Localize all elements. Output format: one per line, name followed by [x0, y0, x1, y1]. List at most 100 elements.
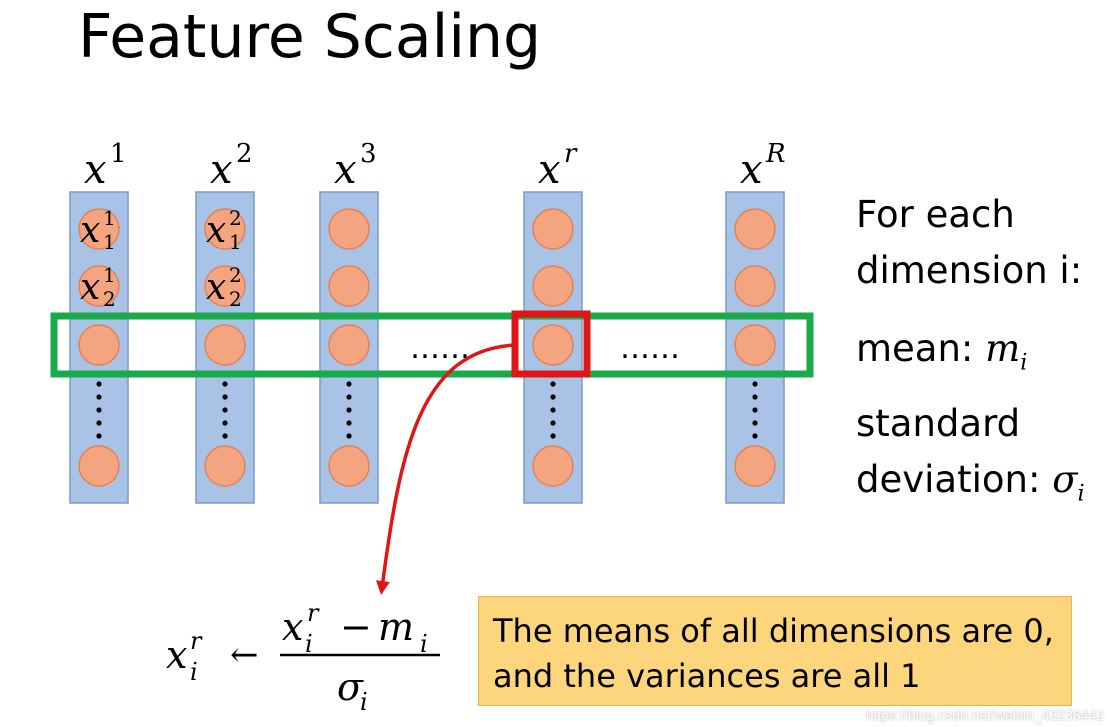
- feature-node: [532, 324, 574, 366]
- feature-node: [532, 445, 574, 487]
- feature-node: [734, 445, 776, 487]
- vertical-ellipsis-dot: [96, 407, 102, 413]
- vertical-ellipsis-dot: [222, 394, 228, 400]
- note-line1: The means of all dimensions are 0,: [493, 612, 1054, 650]
- feature-node: [328, 445, 370, 487]
- formula-num-sub: i: [305, 630, 313, 658]
- page-title: Feature Scaling: [78, 2, 542, 72]
- element-label-sub: 1: [103, 230, 116, 254]
- note-box: The means of all dimensions are 0, and t…: [478, 596, 1072, 706]
- formula-den-sub: i: [360, 688, 368, 716]
- feature-node: [204, 208, 246, 250]
- vertical-ellipsis-dot: [222, 407, 228, 413]
- feature-node: [328, 324, 370, 366]
- feature-node: [78, 208, 120, 250]
- vertical-ellipsis-dot: [346, 381, 352, 387]
- formula-minus: −: [340, 605, 372, 649]
- column-label-sup: 3: [360, 139, 377, 169]
- element-label-base: x: [80, 210, 100, 251]
- column-label-base: x: [210, 147, 233, 193]
- feature-node: [328, 265, 370, 307]
- ellipsis-right: ……: [620, 331, 680, 366]
- vertical-ellipsis-dot: [222, 420, 228, 426]
- feature-node: [734, 324, 776, 366]
- mean-symbol-sub: i: [1020, 349, 1028, 376]
- element-label-sub: 1: [229, 230, 242, 254]
- element-label-sup: 1: [103, 206, 116, 230]
- side-text-std-line2: deviation: σi: [856, 458, 1085, 506]
- element-label-sup: 1: [103, 263, 116, 287]
- element-label-base: x: [206, 267, 226, 308]
- vertical-ellipsis-dot: [96, 433, 102, 439]
- note-line2: and the variances are all 1: [493, 657, 921, 695]
- column-label-sup: R: [765, 139, 786, 169]
- vertical-ellipsis-dot: [346, 433, 352, 439]
- selected-cell-highlight: [511, 310, 591, 378]
- formula: x r i ← x r i − m i σ i: [166, 599, 440, 716]
- vertical-ellipsis-dot: [346, 394, 352, 400]
- feature-node: [532, 265, 574, 307]
- vertical-ellipsis-dot: [96, 420, 102, 426]
- vertical-ellipsis-dot: [222, 433, 228, 439]
- element-label-sup: 2: [229, 263, 242, 287]
- formula-lhs-base: x: [166, 633, 187, 677]
- mean-symbol: mi: [985, 327, 1027, 375]
- feature-node: [78, 265, 120, 307]
- feature-node: [328, 208, 370, 250]
- feature-column-3: [319, 191, 379, 504]
- feature-node: [532, 208, 574, 250]
- formula-lhs-sup: r: [190, 627, 203, 655]
- feature-node: [78, 445, 120, 487]
- column-label-base: x: [740, 147, 763, 193]
- mean-symbol-base: m: [985, 327, 1021, 370]
- formula-num-m: m: [378, 605, 414, 649]
- formula-num-m-sub: i: [420, 630, 428, 658]
- watermark: https://blog.csdn.net/weixin_43236442: [865, 707, 1104, 723]
- side-text-mean: mean: mi: [856, 327, 1027, 375]
- element-label-base: x: [206, 210, 226, 251]
- vertical-ellipsis-dot: [222, 381, 228, 387]
- element-label-base: x: [80, 267, 100, 308]
- feature-node: [78, 324, 120, 366]
- vertical-ellipsis-dot: [346, 420, 352, 426]
- vertical-ellipsis-dot: [752, 420, 758, 426]
- column-label-sup: r: [564, 139, 578, 169]
- feature-node: [204, 265, 246, 307]
- formula-num-base: x: [282, 605, 303, 649]
- element-label-sup: 2: [229, 206, 242, 230]
- column-label-sup: 2: [236, 139, 253, 169]
- std-symbol-sub: i: [1077, 480, 1085, 507]
- formula-den: σ: [337, 665, 364, 709]
- vertical-ellipsis-dot: [96, 394, 102, 400]
- side-text-line1: For each: [856, 193, 1015, 236]
- vertical-ellipsis-dot: [96, 381, 102, 387]
- formula-lhs-sub: i: [190, 658, 198, 686]
- column-label-sup: 1: [110, 139, 127, 169]
- dimension-row-highlight: [50, 312, 814, 378]
- vertical-ellipsis-dot: [346, 407, 352, 413]
- formula-arrow: ←: [230, 635, 259, 675]
- element-label-sub: 2: [229, 287, 242, 311]
- std-symbol: σi: [1052, 458, 1084, 506]
- column-label-base: x: [84, 147, 107, 193]
- feature-node: [734, 208, 776, 250]
- vertical-ellipsis-dot: [550, 381, 556, 387]
- element-label-sub: 2: [103, 287, 116, 311]
- vertical-ellipsis-dot: [752, 433, 758, 439]
- feature-node: [204, 445, 246, 487]
- mean-label: mean:: [856, 327, 986, 370]
- vertical-ellipsis-dot: [550, 433, 556, 439]
- normalize-arrow: [375, 343, 516, 595]
- vertical-ellipsis-dot: [752, 381, 758, 387]
- vertical-ellipsis-dot: [550, 407, 556, 413]
- side-text-std-line1: standard: [856, 402, 1021, 445]
- vertical-ellipsis-dot: [550, 394, 556, 400]
- vertical-ellipsis-dot: [752, 407, 758, 413]
- side-text-line2: dimension i:: [856, 249, 1083, 292]
- vertical-ellipsis-dot: [752, 394, 758, 400]
